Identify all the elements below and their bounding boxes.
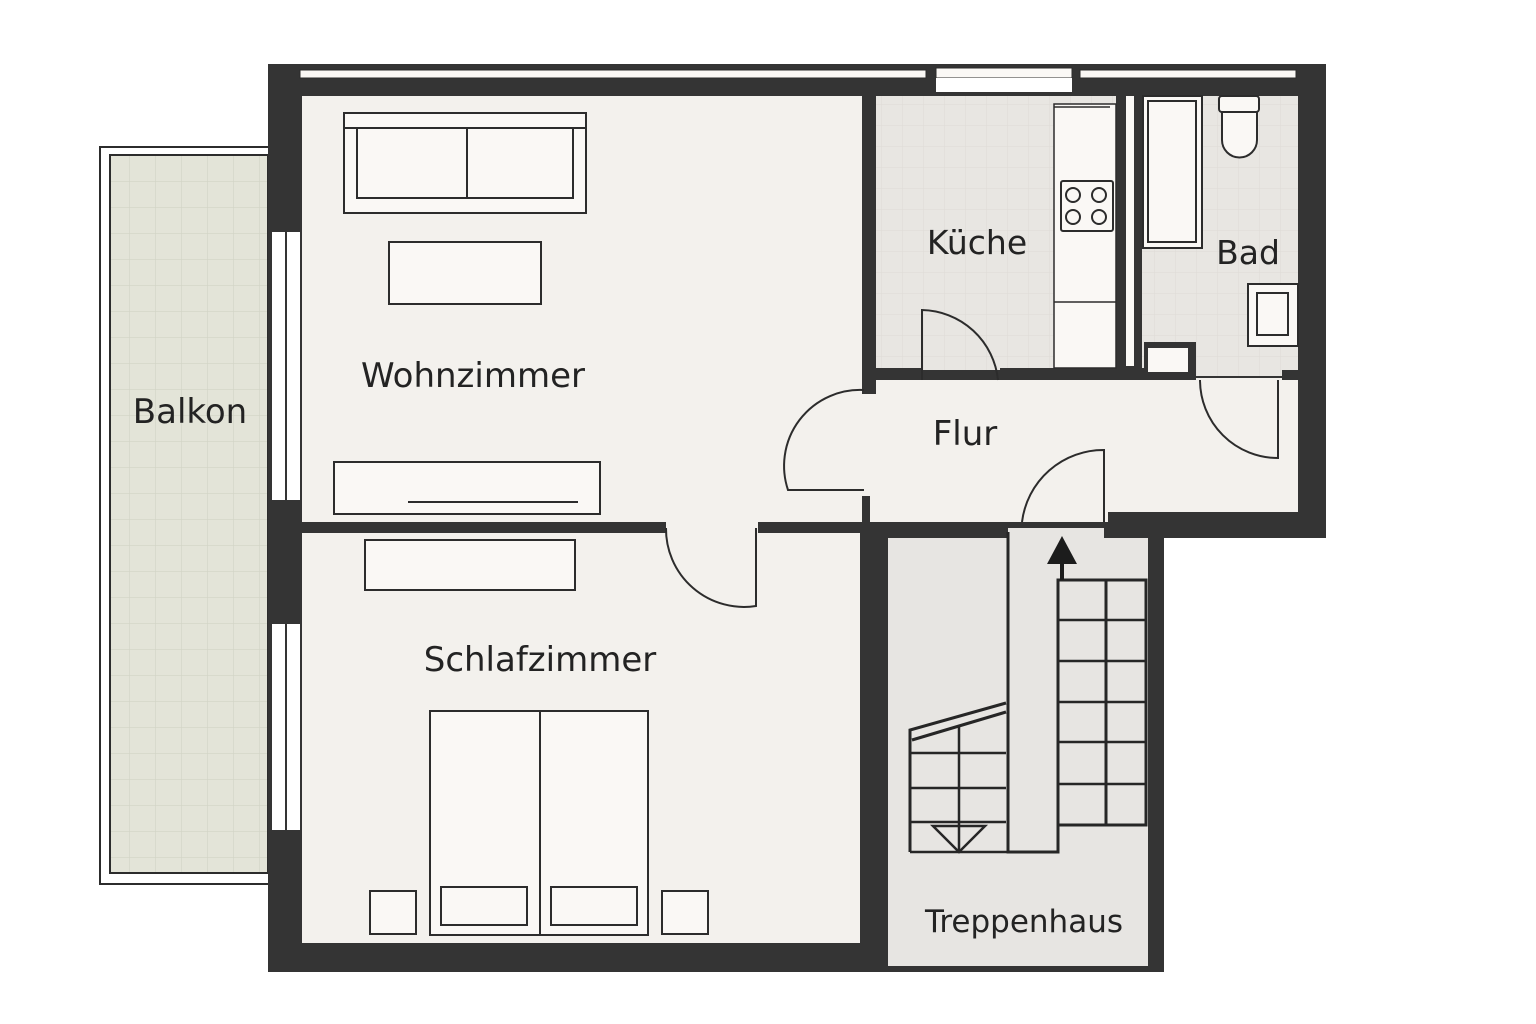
staircase	[908, 532, 1148, 854]
pillow-left	[440, 886, 528, 926]
balcony	[99, 146, 271, 885]
nightstand-right	[661, 890, 709, 935]
stair-down-marker-icon	[929, 824, 989, 854]
sink	[1247, 283, 1299, 347]
sofa	[343, 112, 587, 214]
cooktop-icon	[1060, 180, 1114, 232]
coffee-table	[388, 241, 542, 305]
kitchen-counter	[1053, 103, 1117, 369]
label-wohnzimmer: Wohnzimmer	[361, 356, 585, 396]
label-balkon: Balkon	[133, 392, 247, 432]
stair-up-arrow-icon	[1047, 536, 1077, 580]
label-flur: Flur	[933, 414, 998, 454]
windows	[272, 67, 1297, 830]
pillow-right	[550, 886, 638, 926]
double-bed	[429, 710, 649, 936]
label-bad: Bad	[1216, 233, 1280, 272]
nightstand-left	[369, 890, 417, 935]
toilet	[1218, 95, 1260, 159]
label-kueche: Küche	[927, 223, 1027, 262]
dresser	[364, 539, 576, 591]
floor-flur	[862, 378, 1298, 522]
room-floors	[302, 96, 1298, 966]
label-schlafzimmer: Schlafzimmer	[424, 640, 657, 680]
tv-sideboard	[333, 461, 601, 515]
interior-walls	[862, 96, 1298, 394]
doors	[664, 308, 1279, 608]
bathtub	[1142, 95, 1203, 249]
label-treppenhaus: Treppenhaus	[924, 904, 1123, 940]
